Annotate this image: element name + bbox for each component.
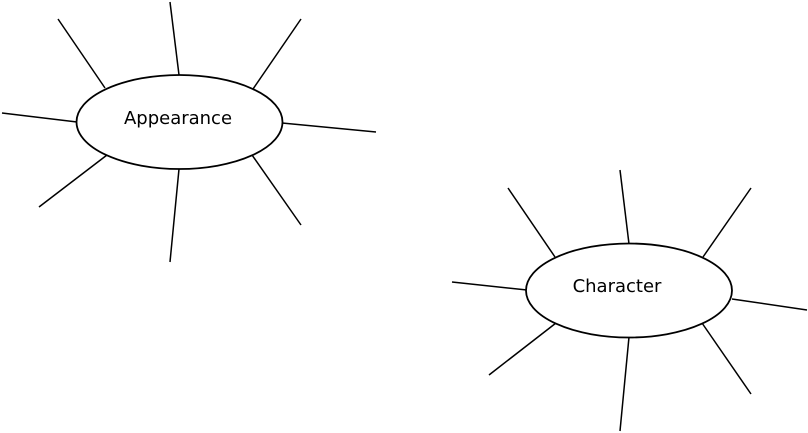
- character-label: Character: [573, 276, 662, 297]
- character-spoke: [701, 322, 752, 395]
- character-spoke: [507, 187, 556, 258]
- appearance-spoke: [169, 168, 180, 263]
- character-node: [525, 242, 733, 339]
- character-cluster: Character: [451, 169, 808, 432]
- character-spoke: [488, 322, 557, 376]
- appearance-node: [75, 74, 284, 170]
- character-spoke: [619, 169, 630, 245]
- appearance-cluster: Appearance: [1, 1, 377, 263]
- character-spoke: [731, 298, 808, 311]
- character-spoke: [451, 281, 528, 291]
- appearance-label: Appearance: [124, 108, 232, 129]
- appearance-spoke: [169, 1, 180, 76]
- appearance-spoke: [38, 154, 108, 208]
- character-spoke: [702, 187, 752, 258]
- appearance-spoke: [57, 18, 106, 89]
- appearance-spoke: [1, 112, 78, 123]
- character-spoke: [619, 336, 630, 432]
- appearance-spoke: [252, 18, 302, 90]
- appearance-spoke: [281, 122, 377, 133]
- appearance-spoke: [251, 154, 302, 226]
